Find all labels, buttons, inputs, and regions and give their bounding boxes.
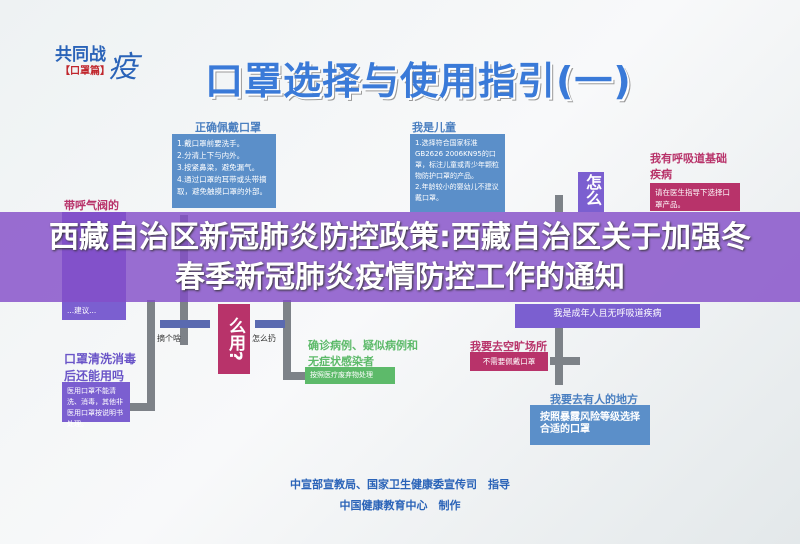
crowded-heading: 我要去有人的地方 <box>550 393 638 406</box>
child-box: 1.选择符合国家标准GB2626 2006KN95的口罩，标注儿童或青少年颗粒物… <box>410 134 505 212</box>
valve-box: ...建议... <box>62 302 126 320</box>
respiratory-heading: 我有呼吸道基础疾病 <box>650 152 727 181</box>
overlay-title-text: 西藏自治区新冠肺炎防控政策:西藏自治区关于加强冬春季新冠肺炎疫情防控工作的通知 <box>49 220 751 295</box>
crowded-box: 按照暴露风险等级选择合适的口罩 <box>530 405 650 445</box>
logo-text: 共同战 <box>55 45 106 65</box>
how-use-box: 么用? <box>218 304 250 374</box>
open-space-heading: 我要去空旷场所 <box>470 340 547 353</box>
connector <box>555 195 563 212</box>
child-heading: 我是儿童 <box>412 121 456 134</box>
adult-box: 我是成年人且无呼吸道疾病 <box>515 304 700 328</box>
valve-heading: 带呼气阀的 <box>64 199 119 212</box>
arrow-left <box>160 320 210 328</box>
item: 3.按紧鼻梁，避免漏气。 <box>177 163 260 172</box>
item: 1.选择符合国家标准GB2626 2006KN95的口罩，标注儿童或青少年颗粒物… <box>415 139 499 180</box>
item: 1.戴口罩前要洗手。 <box>177 139 245 148</box>
item: 4.通过口罩的耳带或头带摘取，避免触摸口罩的外部。 <box>177 175 267 196</box>
connector <box>125 403 155 411</box>
footer-guidance: 中宣部宣教局、国家卫生健康委宣传司 指导 <box>290 478 510 491</box>
item: 2.年龄较小的婴幼儿不建议戴口罩。 <box>415 183 499 202</box>
overlay-title: 西藏自治区新冠肺炎防控政策:西藏自治区关于加强冬春季新冠肺炎疫情防控工作的通知 <box>0 218 800 298</box>
take-off-label: 摘个啥 <box>157 334 181 343</box>
confirmed-box: 按照医疗废弃物处理 <box>305 367 395 384</box>
connector <box>555 325 563 385</box>
item: 2.分清上下与内外。 <box>177 151 245 160</box>
open-space-box: 不需要佩戴口罩 <box>470 352 548 371</box>
wash-box: 医用口罩不能清洗、消毒，其他非医用口罩按说明书处理。 <box>62 382 130 428</box>
footer-producer: 中国健康教育中心 制作 <box>339 499 461 512</box>
correct-wear-box: 1.戴口罩前要洗手。 2.分清上下与内外。 3.按紧鼻梁，避免漏气。 4.通过口… <box>172 134 276 208</box>
connector <box>283 300 291 380</box>
throw-label: 怎么扔 <box>252 334 276 343</box>
how-vertical: 怎么 <box>578 172 604 212</box>
logo-char: 疫 <box>108 50 138 85</box>
connector <box>147 300 155 410</box>
logo-tag: 【口罩篇】 <box>60 66 110 77</box>
respiratory-box: 请在医生指导下选择口罩产品。 <box>650 183 740 211</box>
confirmed-heading: 确诊病例、疑似病例和无症状感染者 <box>308 339 418 368</box>
connector <box>550 357 580 365</box>
connector <box>283 372 305 380</box>
infographic-title: 口罩选择与使用指引(一) <box>205 59 632 103</box>
overlay-band <box>0 212 800 302</box>
correct-wear-heading: 正确佩戴口罩 <box>195 121 261 134</box>
arrow-right <box>255 320 285 328</box>
wash-heading: 口罩清洗消毒后还能用吗 <box>64 352 137 383</box>
